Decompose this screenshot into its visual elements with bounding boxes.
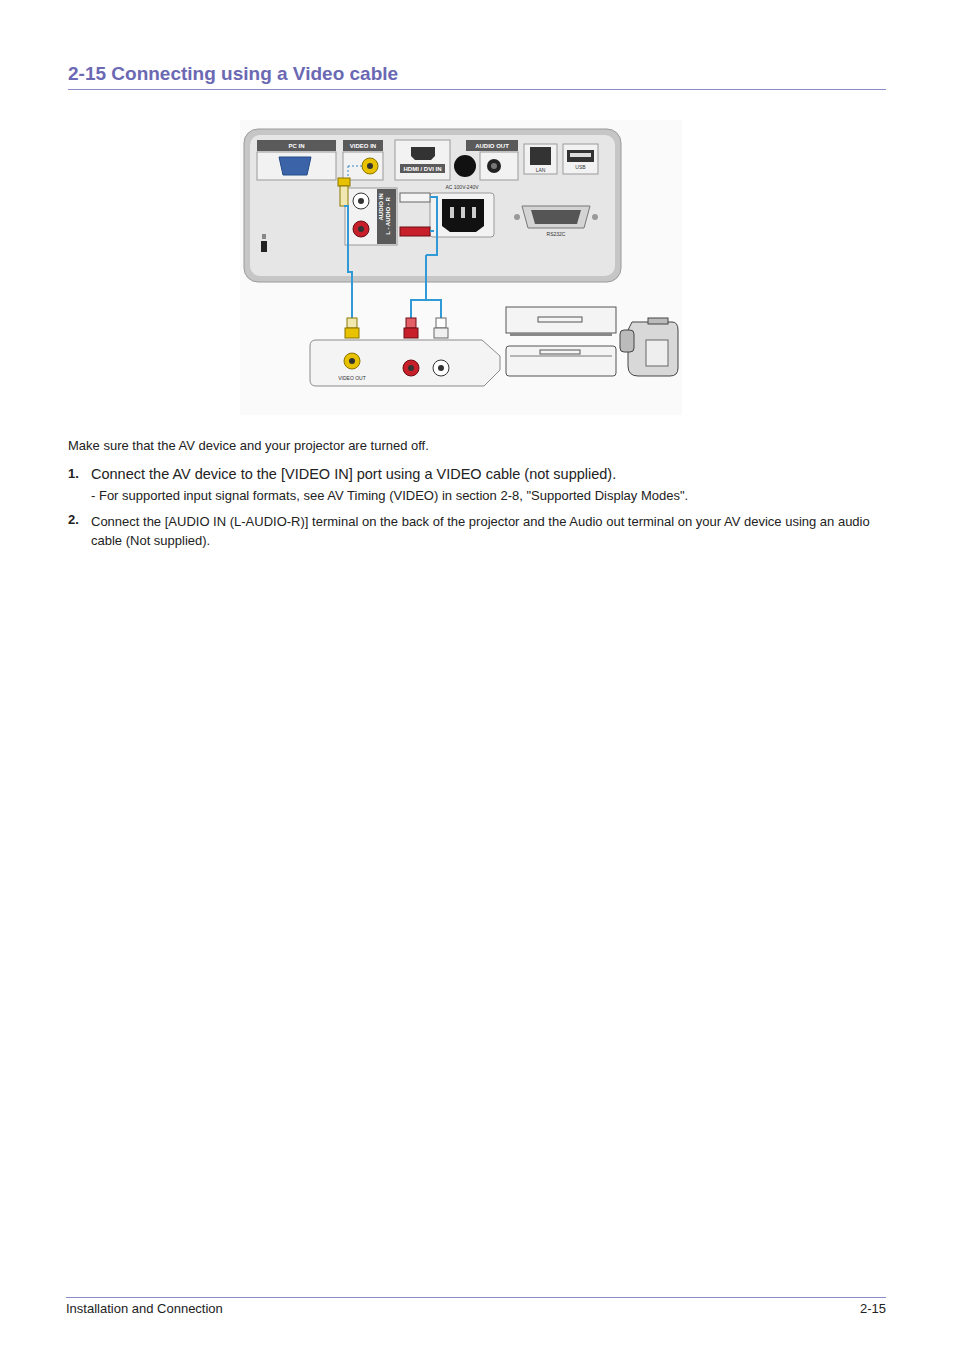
audio-plug-red (406, 318, 416, 328)
screw (514, 214, 520, 220)
step-text: Connect the [AUDIO IN (L-AUDIO-R)] termi… (91, 512, 886, 550)
power-socket (442, 199, 484, 232)
jack-hole (367, 163, 373, 169)
video-plug (347, 318, 357, 328)
power-frame (430, 193, 494, 237)
audio-cable (425, 255, 427, 300)
port-label: L - AUDIO - R (385, 191, 391, 241)
audio-cable (426, 197, 437, 255)
jack-hole (438, 365, 444, 371)
step-text: Connect the AV device to the [VIDEO IN] … (91, 465, 886, 484)
label-chip (343, 140, 383, 151)
port-frame (395, 140, 450, 180)
socket-pin (472, 207, 476, 218)
camcorder-screen (646, 340, 668, 366)
video-plug (338, 178, 350, 186)
jack-hole (408, 365, 414, 371)
hdmi-port (411, 147, 435, 160)
audio-plug-white (436, 318, 446, 328)
vga-port (279, 157, 311, 175)
video-in-jack (362, 158, 378, 174)
audio-plug-red (400, 227, 430, 236)
port-frame (343, 152, 383, 180)
tape-slot (540, 350, 580, 354)
port-label: LAN (524, 168, 557, 173)
port-frame (345, 188, 397, 245)
dotted-link (348, 166, 362, 167)
video-plug (345, 328, 359, 338)
audio-plug-white (434, 328, 448, 338)
port-label: HDMI / DVI IN (400, 166, 445, 172)
dotted-link (348, 166, 349, 178)
video-plug (340, 186, 348, 206)
usb-port (567, 150, 594, 162)
connection-illustration (240, 120, 682, 415)
port-frame (524, 144, 557, 174)
port-label: VIDEO IN (343, 143, 383, 149)
dvd-base (510, 333, 612, 336)
title-rule (68, 89, 886, 90)
audio-plug-red (404, 328, 418, 338)
socket-pin (461, 207, 465, 218)
screw (592, 214, 598, 220)
port-label: PC IN (257, 143, 336, 149)
lan-port (530, 147, 551, 165)
jack-hole (491, 163, 497, 169)
av-output-panel (310, 340, 500, 386)
step-number: 2. (68, 512, 79, 529)
port-label: RS232C (528, 232, 584, 237)
port-label: AC 100V-240V (432, 185, 492, 190)
socket-pin (450, 207, 454, 218)
kensington-lock (262, 234, 266, 239)
step-subnote: - For supported input signal formats, se… (91, 488, 886, 505)
projector-panel (244, 129, 621, 282)
note-text: Make sure that the AV device and your pr… (68, 438, 886, 455)
label-chip (466, 140, 518, 151)
video-out-jack (344, 353, 360, 369)
audio-r-jack (353, 221, 369, 237)
audio-l-jack (353, 193, 369, 209)
projector-panel-face (250, 135, 615, 276)
audio-out-jack (487, 159, 501, 173)
camcorder-lens (620, 330, 634, 352)
port-label: AUDIO OUT (466, 143, 518, 149)
jack-hole (358, 198, 364, 204)
camcorder-top (648, 318, 668, 324)
audio-out-jack-red (403, 360, 419, 376)
audio-cable (430, 230, 434, 232)
label-chip (257, 140, 336, 151)
audio-plug-white (400, 193, 430, 202)
camcorder (628, 322, 678, 376)
audio-cable (411, 300, 441, 318)
video-cable (344, 206, 352, 318)
jack-hole (358, 226, 364, 232)
kensington-lock (261, 241, 267, 252)
rs232c-inner (531, 210, 581, 224)
page-title: 2-15 Connecting using a Video cable (68, 62, 398, 87)
port-label: AUDIO IN (378, 182, 384, 232)
port-frame (563, 144, 598, 174)
footer-rule (66, 1297, 886, 1298)
port-label: VIDEO OUT (322, 376, 382, 381)
usb-tongue (570, 153, 591, 157)
vcr-line (510, 356, 612, 357)
port-frame (257, 152, 336, 180)
page-number: 2-15 (786, 1301, 886, 1318)
port-frame (480, 152, 518, 180)
disc-tray (538, 317, 582, 322)
illustration-ground (240, 120, 682, 415)
dvd-player (506, 307, 616, 333)
jack-hole (349, 358, 355, 364)
audio-out-jack-white (433, 360, 449, 376)
vcr (506, 346, 616, 376)
label-chip (400, 164, 445, 173)
rs232c-port (522, 206, 590, 228)
round-port (454, 155, 476, 177)
step-number: 1. (68, 466, 79, 483)
footer-text: Installation and Connection (66, 1301, 223, 1318)
port-label: USB (563, 165, 598, 170)
